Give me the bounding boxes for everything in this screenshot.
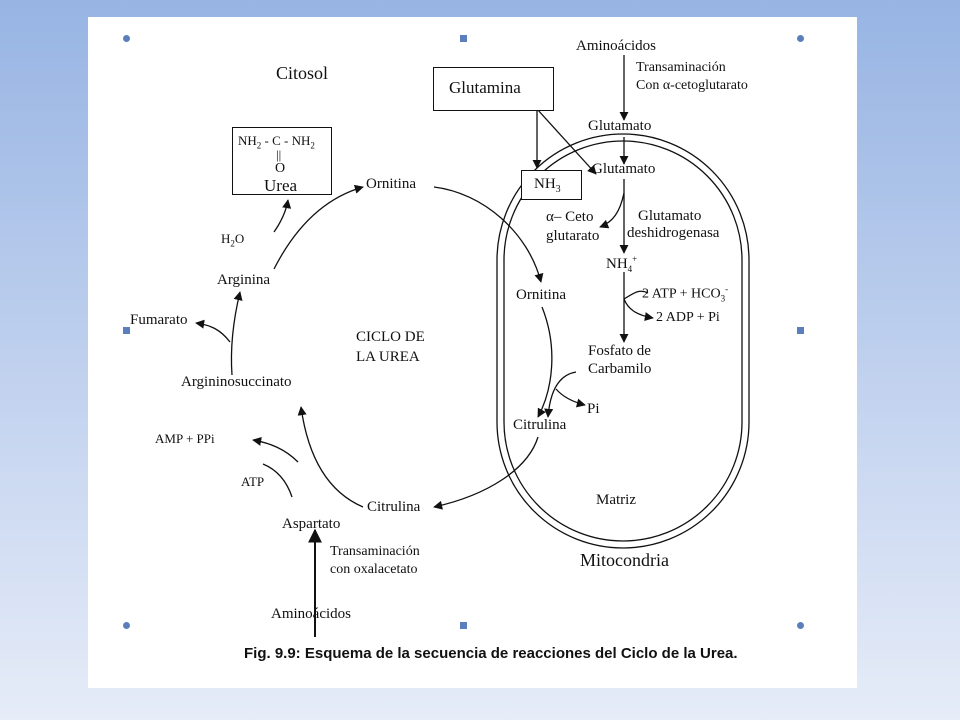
- glutamina-box: [433, 67, 554, 111]
- con-oxalacetato-label: con oxalacetato: [330, 562, 418, 577]
- aspartato-label: Aspartato: [282, 516, 341, 532]
- con-alfa-label: Con α-cetoglutarato: [636, 78, 748, 93]
- glut-deshidro-label-2: deshidrogenasa: [627, 225, 720, 241]
- ornitina-mito-label: Ornitina: [516, 287, 566, 303]
- curve-atp: [262, 463, 293, 498]
- glut-deshidro-label-1: Glutamato: [638, 208, 702, 224]
- aminoacidos-top-label: Aminoácidos: [576, 38, 656, 54]
- urea-name-label: Urea: [264, 176, 298, 195]
- fosfato-label-2: Carbamilo: [588, 361, 652, 377]
- urea-box: [232, 127, 332, 195]
- citrulina-mito-label: Citrulina: [513, 417, 567, 433]
- urea-formula-line: NH2 - C - NH2: [238, 133, 315, 151]
- pi-label: Pi: [587, 401, 600, 417]
- adp-pi-label: 2 ADP + Pi: [656, 310, 720, 325]
- arc-arginina-to-ornitina: [273, 184, 364, 270]
- figure-card: Citosol Glutamina Aminoácidos Transamina…: [88, 17, 857, 688]
- mitochondrion-outer-membrane: [496, 133, 750, 549]
- arc-argininosuccinato-to-arginina: [230, 291, 243, 376]
- atp-label: ATP: [241, 474, 265, 489]
- selection-handle: [797, 622, 804, 629]
- glutamato-outer-label: Glutamato: [588, 118, 652, 134]
- arrow-to-fumarato: [195, 319, 231, 343]
- mitocondria-label: Mitocondria: [580, 550, 669, 570]
- citosol-label: Citosol: [276, 63, 329, 83]
- ciclo-label-1: CICLO DE: [356, 329, 425, 345]
- alfa-ceto-label-2: glutarato: [546, 228, 600, 244]
- nh4-label: NH4+: [606, 254, 638, 274]
- matriz-label: Matriz: [596, 492, 636, 508]
- ciclo-label-2: LA UREA: [356, 349, 420, 365]
- transaminacion-bot-label: Transaminación: [330, 544, 420, 559]
- fosfato-label-1: Fosfato de: [588, 343, 651, 359]
- fumarato-label: Fumarato: [130, 312, 188, 328]
- argininosuccinato-label: Argininosuccinato: [181, 374, 292, 390]
- arrow-to-amp-ppi: [252, 436, 299, 463]
- amp-ppi-label: AMP + PPi: [155, 431, 215, 446]
- transaminacion-top-label: Transaminación: [636, 60, 726, 75]
- nh3-label: NH3: [534, 176, 561, 195]
- selection-handle: [123, 327, 130, 334]
- arginina-label: Arginina: [217, 272, 271, 288]
- selection-handle: [123, 622, 130, 629]
- arrow-to-urea: [273, 199, 292, 233]
- figure-caption: Fig. 9.9: Esquema de la secuencia de rea…: [244, 645, 738, 662]
- arc-citrulina-to-argininosuccinato: [297, 406, 364, 508]
- citrulina-cyto-label: Citrulina: [367, 499, 421, 515]
- mitochondrion-inner-membrane: [503, 140, 743, 542]
- selection-handle: [797, 327, 804, 334]
- aminoacidos-bot-label: Aminoácidos: [271, 606, 351, 622]
- selection-handle: [460, 622, 467, 629]
- glutamina-label: Glutamina: [449, 78, 521, 97]
- arc-mito-ornitina-to-citrulina: [537, 306, 553, 418]
- nh3-box: [521, 170, 582, 200]
- selection-handle: [460, 35, 467, 42]
- ornitina-cyto-label: Ornitina: [366, 176, 416, 192]
- urea-double-bond: ||: [276, 147, 282, 162]
- alfa-ceto-label-1: α– Ceto: [546, 209, 594, 225]
- diagram-graphics: [195, 55, 750, 637]
- glutamato-inner-label: Glutamato: [592, 161, 656, 177]
- selection-handle: [797, 35, 804, 42]
- atp-hco3-label: 2 ATP + HCO3-: [642, 284, 729, 304]
- arc-ornitina-to-mito: [433, 186, 544, 283]
- urea-oxygen: O: [275, 161, 286, 176]
- selection-handle: [123, 35, 130, 42]
- arc-citrulina-to-cytosol: [433, 436, 539, 510]
- h2o-label: H2O: [221, 231, 245, 249]
